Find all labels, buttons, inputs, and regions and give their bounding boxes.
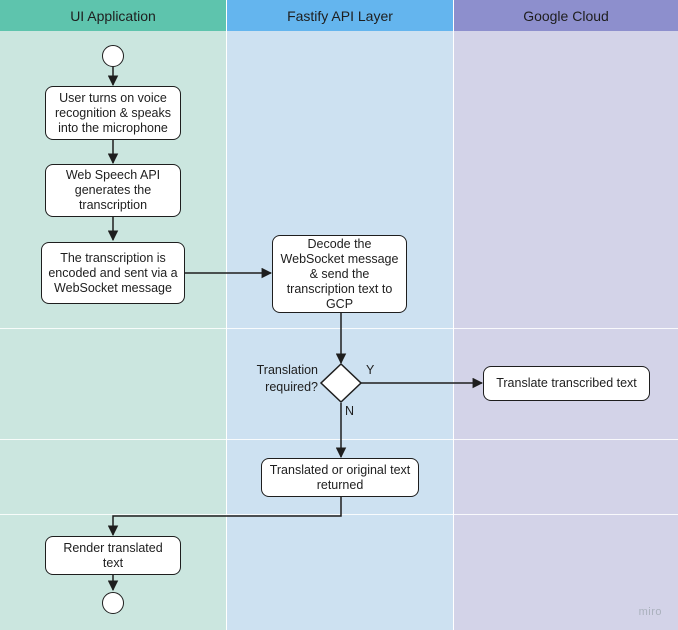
decision-no-label: N [345, 404, 355, 418]
lane-separator [453, 0, 454, 630]
miro-watermark: miro [638, 606, 662, 618]
row-separator [0, 328, 678, 329]
lane-header-fastify-api-layer: Fastify API Layer [227, 0, 453, 31]
decision-question-label: Translation required? [256, 363, 318, 394]
node-web-speech-api: Web Speech API generates the transcripti… [45, 164, 181, 217]
row-separator [0, 439, 678, 440]
lane-header-google-cloud: Google Cloud [454, 0, 678, 31]
lane-google-cloud: Google Cloud [454, 0, 678, 630]
node-voice-recognition: User turns on voice recognition & speaks… [45, 86, 181, 140]
node-render-text: Render translated text [45, 536, 181, 575]
start-node-circle [102, 45, 124, 67]
lane-header-ui-application: UI Application [0, 0, 226, 31]
lane-separator [226, 0, 227, 630]
node-text-returned: Translated or original text returned [261, 458, 419, 497]
node-translate-text: Translate transcribed text [483, 366, 650, 401]
row-separator [0, 514, 678, 515]
node-decode-websocket: Decode the WebSocket message & send the … [272, 235, 407, 313]
decision-yes-label: Y [366, 363, 375, 377]
lane-fastify-api-layer: Fastify API Layer [227, 0, 453, 630]
decision-diamond [319, 362, 363, 404]
end-node-circle [102, 592, 124, 614]
arrow-returned-to-render [107, 497, 342, 537]
node-encode-websocket: The transcription is encoded and sent vi… [41, 242, 185, 304]
